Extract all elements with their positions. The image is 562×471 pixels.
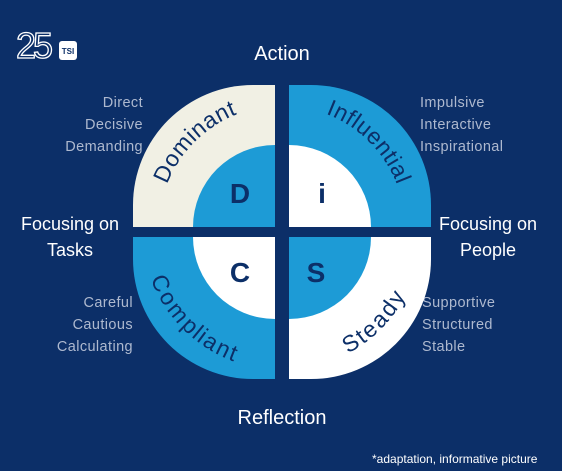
trait-item: Interactive (420, 117, 492, 133)
trait-item: Cautious (72, 317, 133, 333)
traits-dominant: Direct Decisive Demanding (30, 92, 143, 158)
trait-item: Direct (102, 95, 143, 111)
logo-badge (59, 41, 77, 60)
quadrant-letter-steady: S (307, 257, 326, 288)
trait-item: Calculating (56, 339, 133, 355)
axis-right-line-2: People (459, 240, 517, 260)
axis-right-label: Focusing on People (428, 211, 548, 263)
quadrant-letter-compliant: C (230, 257, 250, 288)
quadrant-steady-inner (289, 237, 371, 319)
quadrant-influential-inner (289, 145, 371, 227)
axis-top-label: Action (254, 43, 310, 65)
axis-bottom-label: Reflection (237, 407, 327, 429)
trait-item: Decisive (85, 117, 143, 133)
quadrant-compliant-inner (193, 237, 275, 319)
logo: 25 TSI (16, 24, 77, 67)
quadrant-dominant-inner (193, 145, 275, 227)
axis-right-line-1: Focusing on (438, 214, 538, 234)
traits-compliant: Careful Cautious Calculating (20, 292, 133, 358)
quadrant-letter-influential: i (318, 178, 326, 209)
trait-item: Inspirational (420, 139, 504, 155)
axis-left-line-1: Focusing on (20, 214, 120, 234)
footnote: *adaptation, informative picture (372, 452, 538, 466)
trait-item: Careful (83, 295, 133, 311)
quadrant-letter-dominant: D (230, 178, 250, 209)
axis-left-line-2: Tasks (46, 240, 93, 260)
traits-steady: Supportive Structured Stable (422, 292, 552, 358)
logo-number: 25 (16, 25, 52, 66)
trait-item: Demanding (65, 139, 143, 155)
trait-item: Supportive (422, 295, 496, 311)
logo-badge-text: TSI (62, 47, 74, 56)
trait-item: Structured (422, 317, 493, 333)
axis-left-label: Focusing on Tasks (10, 211, 130, 263)
trait-item: Stable (422, 339, 466, 355)
traits-influential: Impulsive Interactive Inspirational (420, 92, 550, 158)
trait-item: Impulsive (420, 95, 485, 111)
